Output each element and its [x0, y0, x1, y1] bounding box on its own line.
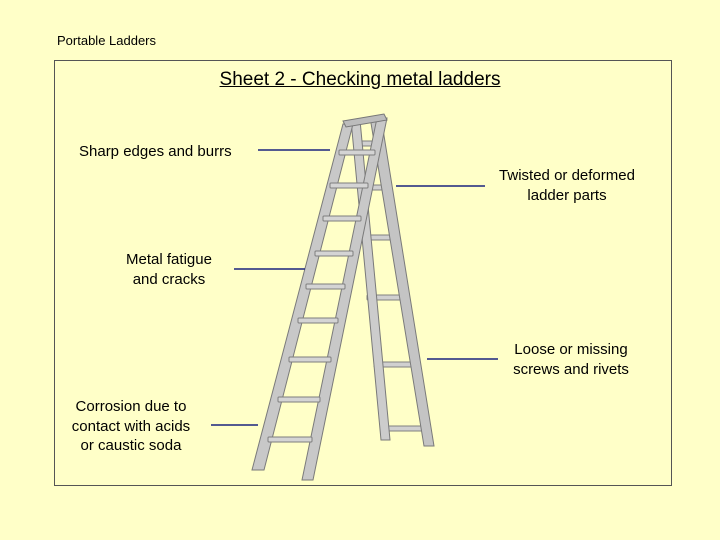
ladder-top-cap	[342, 113, 388, 128]
ladder-rung	[305, 283, 346, 290]
ladder-rung	[314, 250, 354, 257]
callout-text: Corrosion due to	[75, 398, 187, 415]
ladder-front-left-leg	[251, 123, 354, 471]
callout-loose-screws: Loose or missing screws and rivets	[500, 340, 642, 379]
callout-text: Sharp edges and burrs	[79, 143, 232, 160]
callout-text: contact with acids	[71, 417, 191, 435]
ladder-rung	[288, 356, 332, 363]
callout-text: Metal fatigue	[126, 251, 212, 268]
ladder-rung	[322, 215, 362, 222]
ladder-rung	[267, 436, 313, 443]
ladder-rung	[329, 182, 369, 189]
callout-text: or caustic soda	[80, 437, 182, 454]
sheet-title-text: Sheet 2 - Checking metal ladders	[219, 69, 501, 90]
ladder-rung	[277, 396, 321, 403]
diagram-panel	[54, 60, 672, 486]
callout-metal-fatigue: Metal fatigue and cracks	[110, 250, 228, 289]
callout-twisted: Twisted or deformed ladder parts	[486, 166, 648, 205]
callout-text: Twisted or deformed	[499, 167, 635, 184]
ladder-rung	[297, 317, 339, 324]
callout-text: Loose or missing	[514, 341, 628, 358]
header-label: Portable Ladders	[57, 33, 157, 48]
ladder-rung	[338, 149, 376, 156]
callout-text: and cracks	[132, 270, 206, 288]
callout-sharp-edges: Sharp edges and burrs	[79, 142, 232, 162]
step-ladder-icon	[251, 113, 435, 481]
sheet-title: Sheet 2 - Checking metal ladders	[0, 69, 720, 91]
callout-text: ladder parts	[527, 186, 607, 204]
callout-corrosion: Corrosion due to contact with acids or c…	[58, 397, 204, 456]
callout-text: screws and rivets	[513, 360, 629, 378]
